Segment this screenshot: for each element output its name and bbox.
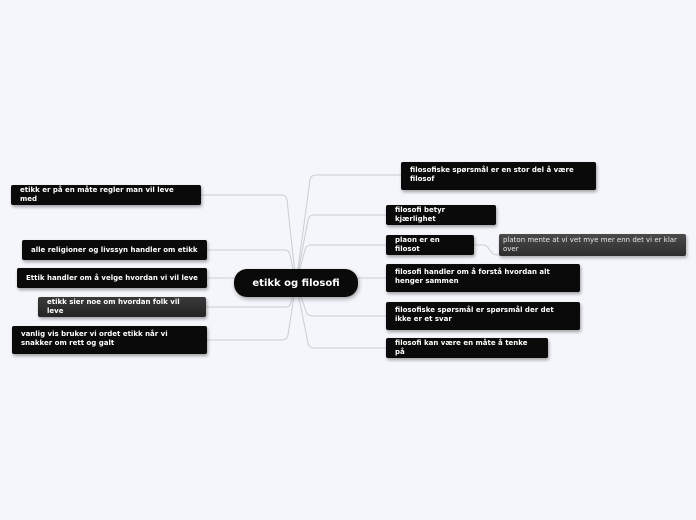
topic-label: vanlig vis bruker vi ordet etikk når vi … — [21, 330, 168, 347]
topic-label: filosofi handler om å forstå hvordan alt… — [395, 268, 550, 285]
topic-filosofi-sammen[interactable]: filosofi handler om å forstå hvordan alt… — [386, 264, 580, 292]
connector-right-1 — [295, 174, 401, 284]
central-topic[interactable]: etikk og filosofi — [234, 269, 358, 297]
topic-etikk-velge[interactable]: Ettik handler om å velge hvordan vi vil … — [17, 268, 207, 288]
topic-filosofi-kjaerlighet[interactable]: filosofi betyr kjærlighet — [386, 205, 496, 225]
connector-left-1 — [201, 194, 297, 284]
topic-etikk-regler[interactable]: etikk er på en måte regler man vil leve … — [11, 185, 201, 205]
topic-etikk-folk[interactable]: etikk sier noe om hvordan folk vil leve — [38, 297, 206, 317]
topic-filosofiske-sporsmal-del[interactable]: filosofiske spørsmål er en stor del å væ… — [401, 162, 596, 190]
topic-label: plaon er en filosot — [395, 236, 440, 253]
central-topic-label: etikk og filosofi — [252, 277, 340, 289]
topic-filosofi-tenke[interactable]: filosofi kan være en måte å tenke på — [386, 338, 548, 358]
topic-etikk-religioner[interactable]: alle religioner og livssyn handler om et… — [22, 240, 207, 260]
topic-label: etikk er på en måte regler man vil leve … — [20, 186, 174, 203]
topic-label: filosofiske spørsmål er spørsmål der det… — [395, 306, 554, 323]
topic-label: etikk sier noe om hvordan folk vil leve — [47, 298, 180, 315]
topic-label: Ettik handler om å velge hvordan vi vil … — [26, 273, 198, 282]
connector-note — [474, 244, 500, 256]
topic-label: filosofiske spørsmål er en stor del å væ… — [410, 166, 574, 183]
topic-label: filosofi kan være en måte å tenke på — [395, 339, 528, 356]
subtopic-label: platon mente at vi vet mye mer enn det v… — [503, 236, 677, 253]
connector-right-3 — [295, 244, 386, 284]
topic-label: filosofi betyr kjærlighet — [395, 206, 446, 223]
connector-left-5 — [207, 282, 297, 341]
connector-left-2 — [207, 249, 297, 284]
connector-right-2 — [295, 214, 386, 284]
subtopic-platon-note[interactable]: platon mente at vi vet mye mer enn det v… — [499, 234, 686, 256]
topic-filosofiske-sporsmal-svar[interactable]: filosofiske spørsmål er spørsmål der det… — [386, 302, 580, 330]
connector-right-6 — [295, 282, 386, 349]
topic-label: alle religioner og livssyn handler om et… — [31, 245, 198, 254]
topic-platon-filosof[interactable]: plaon er en filosot — [386, 235, 474, 255]
topic-etikk-rett-og-galt[interactable]: vanlig vis bruker vi ordet etikk når vi … — [12, 326, 207, 354]
connector-left-4 — [206, 282, 297, 308]
connector-right-5 — [295, 282, 386, 317]
